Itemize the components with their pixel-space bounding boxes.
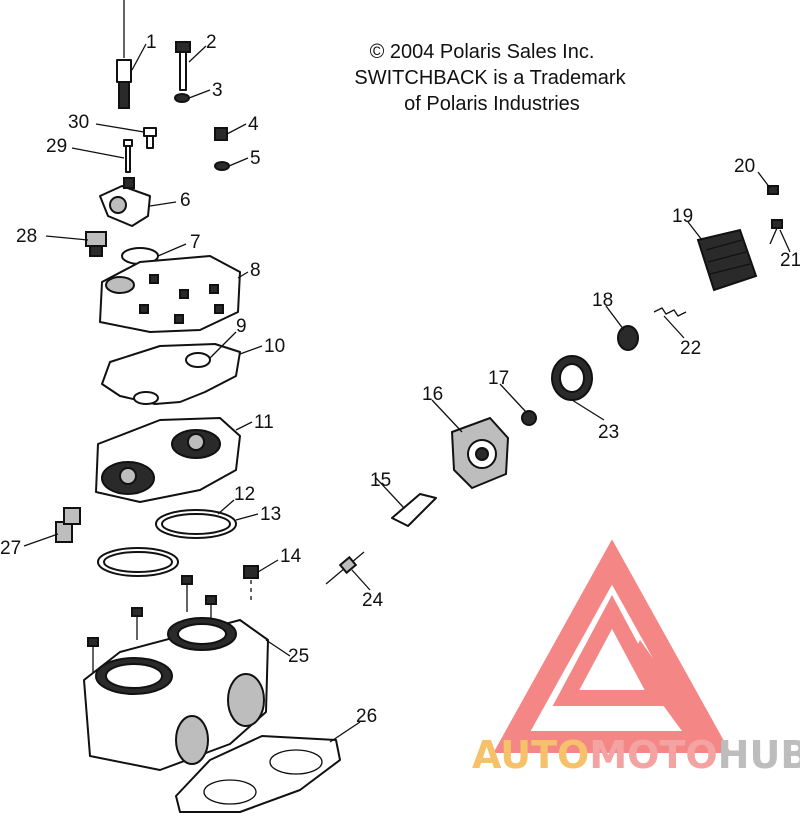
callout-21: 21 <box>780 250 800 271</box>
callout-18: 18 <box>592 290 613 311</box>
part-4-nut <box>214 127 228 141</box>
part-29-stud <box>123 139 133 173</box>
part-30-bolt <box>143 127 157 149</box>
part-14-bolt <box>243 565 259 600</box>
watermark-hub: HUB <box>718 733 800 777</box>
callout-29: 29 <box>46 136 67 157</box>
callout-14: 14 <box>280 546 302 567</box>
callout-15: 15 <box>370 470 391 491</box>
callout-7: 7 <box>190 232 201 253</box>
callout-3: 3 <box>212 80 223 101</box>
watermark-text: AUTOMOTOHUB <box>472 733 800 777</box>
callout-20: 20 <box>734 156 755 177</box>
callout-2: 2 <box>206 32 217 53</box>
cylinder-studs <box>87 575 217 690</box>
callout-13: 13 <box>260 504 281 525</box>
part-3-washer <box>174 93 190 103</box>
part-6-thermostat-housing <box>99 177 151 227</box>
part-9-o-ring <box>185 352 211 368</box>
copyright-line-2: SWITCHBACK is a Trademark <box>354 67 626 89</box>
callout-10: 10 <box>264 336 285 357</box>
part-24-probe <box>325 551 365 585</box>
callout-25: 25 <box>288 646 309 667</box>
part-18-seal <box>617 325 639 351</box>
callout-19: 19 <box>672 206 693 227</box>
part-10-head-gasket <box>101 343 241 405</box>
watermark-auto: AUTO <box>472 733 589 777</box>
callout-1: 1 <box>146 32 157 53</box>
part-22-spring <box>653 307 687 317</box>
callout-16: 16 <box>422 384 443 405</box>
part-8-head-cover <box>99 255 241 333</box>
callout-labels: 1 2 3 4 5 6 7 8 9 10 11 12 13 14 15 16 1… <box>0 32 800 727</box>
part-16-pump-housing <box>450 416 510 490</box>
part-17-nut <box>521 410 537 426</box>
part-5-washer <box>214 161 230 171</box>
callout-12: 12 <box>234 484 255 505</box>
part-15-gasket <box>391 493 437 527</box>
part-23-diaphragm <box>551 355 593 401</box>
part-11-cylinder-head <box>95 417 241 503</box>
part-gasket-front-inner <box>103 551 173 573</box>
callout-23: 23 <box>598 422 619 443</box>
part-20-screw <box>767 185 779 195</box>
callout-6: 6 <box>180 190 191 211</box>
leader-lines <box>23 43 791 743</box>
callout-30: 30 <box>68 112 89 133</box>
callout-5: 5 <box>250 148 261 169</box>
part-19-cover <box>696 228 758 292</box>
callout-17: 17 <box>488 368 509 389</box>
part-25-cylinder-block <box>83 617 269 771</box>
callout-9: 9 <box>236 316 247 337</box>
part-1-sensor <box>116 0 132 109</box>
watermark-logo-icon <box>493 539 731 753</box>
callout-27: 27 <box>0 538 21 559</box>
callout-4: 4 <box>248 114 259 135</box>
callout-8: 8 <box>250 260 261 281</box>
part-27-fitting <box>55 507 81 543</box>
callout-22: 22 <box>680 338 701 359</box>
callout-24: 24 <box>362 590 384 611</box>
copyright-line-1: © 2004 Polaris Sales Inc. <box>370 41 595 63</box>
part-13-gasket-inner <box>161 513 231 535</box>
watermark-moto: MOTO <box>589 733 717 777</box>
callout-11: 11 <box>254 412 274 433</box>
callout-26: 26 <box>356 706 377 727</box>
copyright-line-3: of Polaris Industries <box>404 93 580 115</box>
part-26-base-gasket <box>175 735 341 813</box>
part-2-bolt <box>175 41 191 91</box>
callout-28: 28 <box>16 226 37 247</box>
part-28-thermostat <box>85 231 107 257</box>
part-21-screw <box>769 219 783 245</box>
